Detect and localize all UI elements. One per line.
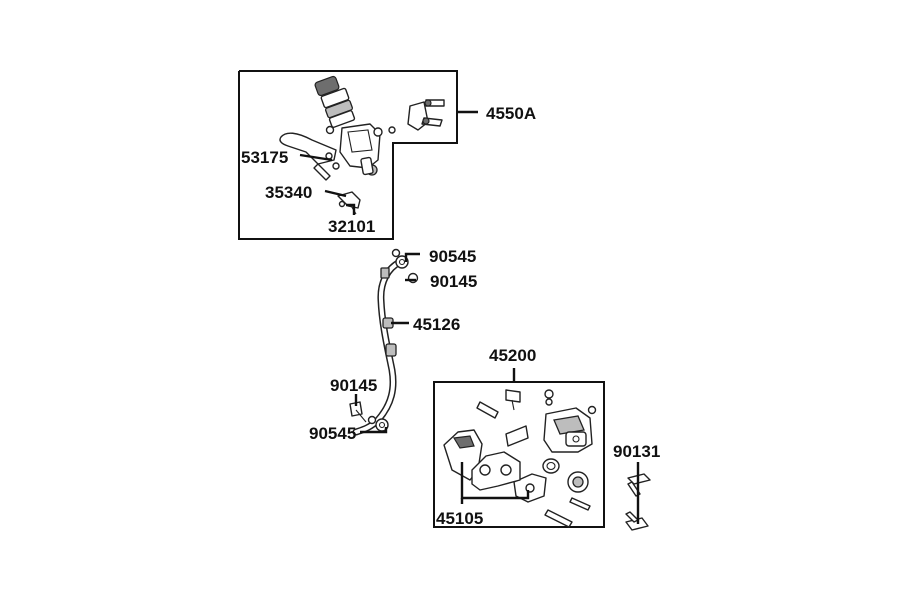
callout-35340: 35340 xyxy=(265,183,312,202)
brake-lever-illustration xyxy=(279,132,337,181)
caliper-group: 45200 45105 xyxy=(433,346,605,528)
caliper-bracket-illustration xyxy=(471,451,521,491)
piston-illustration xyxy=(542,458,589,493)
callout-45105: 45105 xyxy=(436,509,483,528)
reservoir-cap-illustration xyxy=(314,75,356,128)
mounting-bolts-group: 90131 xyxy=(613,442,660,531)
master-cylinder-group: 4550A 53175 35340 32101 xyxy=(238,70,536,240)
callout-53175: 53175 xyxy=(241,148,288,167)
caliper-frame xyxy=(433,381,605,528)
brake-hose-group: 90545 90145 45126 90145 90545 xyxy=(309,247,477,443)
callout-32101: 32101 xyxy=(328,217,375,236)
callout-90545-lower: 90545 xyxy=(309,424,356,443)
callout-90131: 90131 xyxy=(613,442,660,461)
master-cylinder-frame xyxy=(238,70,458,240)
clamp-bracket-illustration xyxy=(407,99,445,131)
callout-4550a: 4550A xyxy=(486,104,536,123)
callout-90145-lower: 90145 xyxy=(330,376,377,395)
brake-pads-illustration xyxy=(443,429,547,503)
callout-90145-upper: 90145 xyxy=(430,272,477,291)
callout-45126: 45126 xyxy=(413,315,460,334)
caliper-body-illustration xyxy=(543,407,593,453)
callout-45200: 45200 xyxy=(489,346,536,365)
slider-pins-illustration xyxy=(476,389,597,528)
callout-90545-upper: 90545 xyxy=(429,247,476,266)
master-cylinder-body-illustration xyxy=(325,123,396,176)
